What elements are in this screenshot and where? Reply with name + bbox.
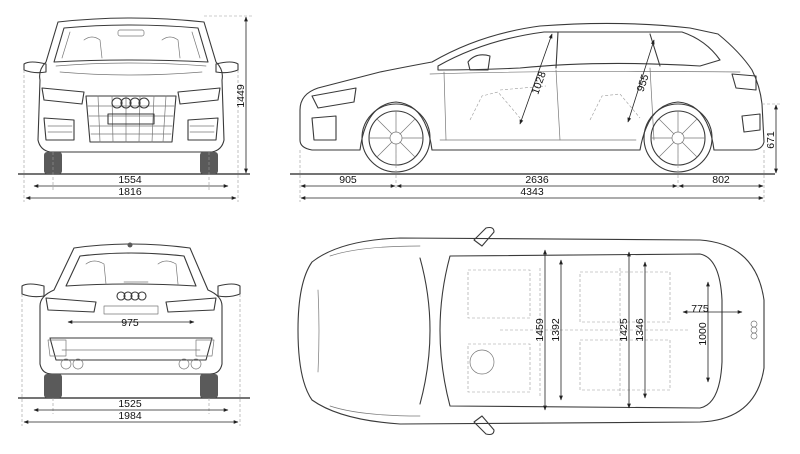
rear-shoulder-width-dimension: 1346 xyxy=(634,318,646,342)
overall-width-dimension: 1984 xyxy=(118,410,142,422)
loading-sill-dimension: 671 xyxy=(765,131,777,149)
luggage-length-dimension: 775 xyxy=(691,303,709,315)
luggage-width-dimension: 1000 xyxy=(697,322,709,346)
overall-length-dimension: 4343 xyxy=(520,186,544,198)
front-view: 1554 1816 1449 xyxy=(18,15,252,202)
front-headroom-dimension: 1028 xyxy=(530,70,549,96)
front-overhang-dimension: 905 xyxy=(339,174,357,186)
front-width-dimension: 1816 xyxy=(118,186,142,198)
side-view: 1028 955 671 905 2636 802 4343 xyxy=(290,22,780,202)
top-view: 1459 1392 1425 1346 775 1000 xyxy=(297,226,765,436)
height-dimension: 1449 xyxy=(235,84,247,108)
front-track-dimension: 1554 xyxy=(118,174,142,186)
rear-headroom-dimension: 955 xyxy=(635,73,652,94)
rear-overhang-dimension: 802 xyxy=(712,174,730,186)
tailgate-width-dimension: 975 xyxy=(121,317,139,329)
wheelbase-dimension: 2636 xyxy=(525,174,549,186)
front-elbow-width-dimension: 1459 xyxy=(534,318,546,342)
rear-view: 975 1525 1984 xyxy=(18,242,250,426)
front-shoulder-width-dimension: 1392 xyxy=(550,318,562,342)
rear-track-dimension: 1525 xyxy=(118,398,142,410)
rear-elbow-width-dimension: 1425 xyxy=(618,318,630,342)
